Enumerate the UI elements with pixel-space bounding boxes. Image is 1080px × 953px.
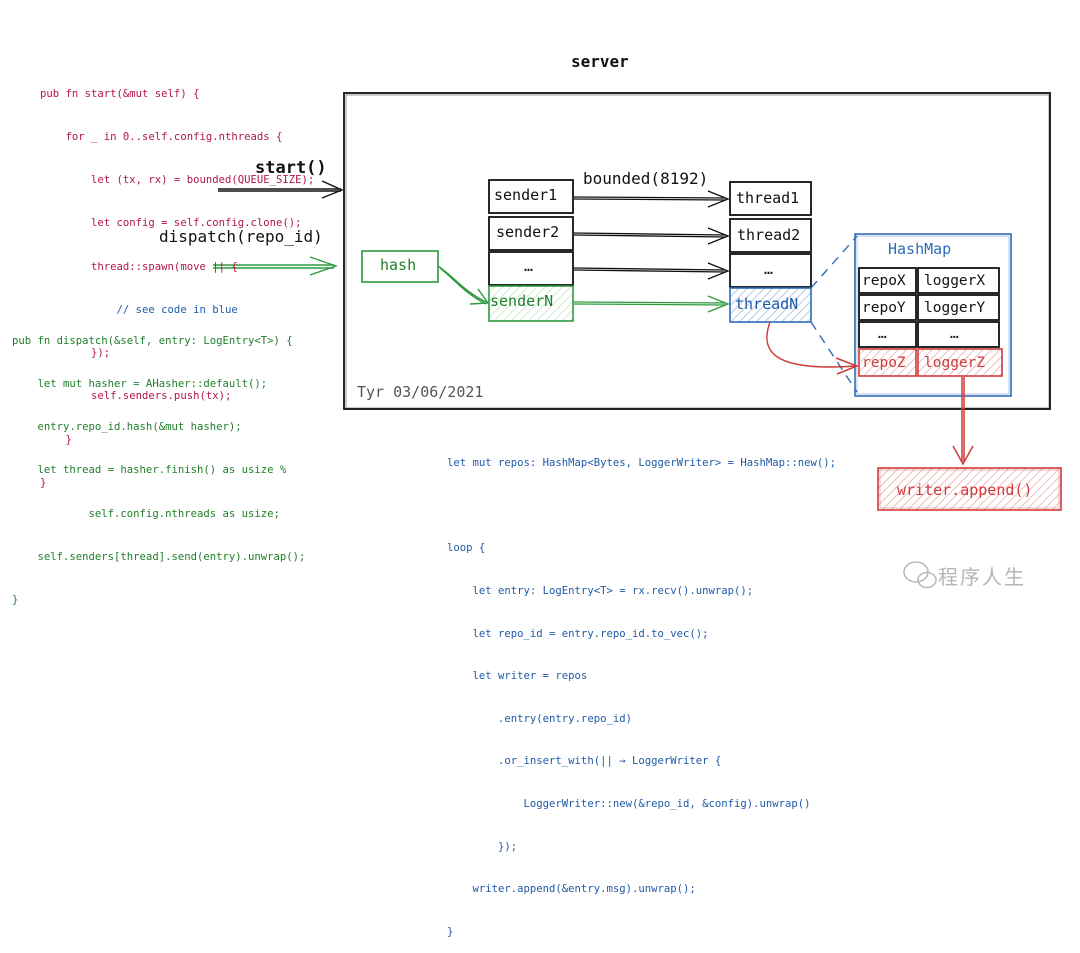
code-line: self.config.nthreads as usize;: [12, 507, 280, 520]
sender-label-n: senderN: [490, 292, 554, 310]
sender-label-1: sender1: [494, 186, 558, 204]
start-arrow: [218, 180, 344, 199]
code-line: }: [447, 925, 454, 938]
code-line: .or_insert_with(|| → LoggerWriter {: [447, 755, 722, 768]
hashmap-key-3: repoZ: [862, 355, 906, 371]
code-line: writer.append(&entry.msg).unwrap();: [447, 883, 696, 896]
hashmap-title: HashMap: [888, 240, 952, 258]
sender-label-2: sender2: [496, 223, 560, 241]
hash-label: hash: [380, 256, 417, 274]
hashmap-value-0: loggerX: [924, 273, 986, 289]
hashmap-connectors: [810, 235, 858, 393]
hashmap-cells: [858, 267, 1003, 377]
code-line: });: [447, 840, 518, 853]
code-line: pub fn dispatch(&self, entry: LogEntry<T…: [12, 334, 293, 347]
senderN-to-threadN-arrow: [573, 295, 730, 313]
thread-label-ellipsis: …: [764, 260, 774, 278]
hash-to-sender-arrow: [437, 265, 490, 305]
code-line: }: [12, 594, 19, 607]
code-line: let thread = hasher.finish() as usize %: [12, 464, 287, 477]
thread-boxes: [729, 181, 812, 323]
code-line: pub fn start(&mut self) {: [40, 87, 200, 100]
hashmap-value-3: loggerZ: [924, 355, 986, 371]
code-line: self.senders.push(tx);: [40, 390, 232, 403]
code-line: for _ in 0..self.config.nthreads {: [40, 131, 283, 144]
server-box: [343, 92, 1051, 410]
code-line: entry.repo_id.hash(&mut hasher);: [12, 421, 242, 434]
code-line: // see code in blue: [40, 303, 238, 316]
writer-append-box: [877, 467, 1062, 511]
code-line: LoggerWriter::new(&repo_id, &config).unw…: [447, 798, 811, 811]
logger-to-writer-arrow: [952, 377, 974, 466]
code-line: let entry: LogEntry<T> = rx.recv().unwra…: [447, 585, 754, 598]
dispatch-call-label: dispatch(repo_id): [159, 227, 323, 246]
code-line: let writer = repos: [447, 670, 588, 683]
channel-arrows: [573, 190, 730, 280]
code-line: }: [40, 476, 47, 489]
sender-label-ellipsis: …: [524, 257, 534, 275]
sender-boxes: [488, 179, 574, 322]
code-line: self.senders[thread].send(entry).unwrap(…: [12, 550, 306, 563]
code-line: let config = self.config.clone();: [40, 217, 302, 230]
thread-label-2: thread2: [737, 226, 801, 244]
hashmap-value-2: …: [950, 326, 959, 342]
thread-code-block: let mut repos: HashMap<Bytes, LoggerWrit…: [447, 428, 836, 953]
start-code-block: pub fn start(&mut self) { for _ in 0..se…: [40, 58, 314, 505]
code-line: });: [40, 347, 111, 360]
hashmap-value-1: loggerY: [924, 300, 986, 316]
wechat-icon: [903, 561, 937, 589]
code-line: loop {: [447, 542, 486, 555]
hashmap-key-1: repoY: [862, 300, 906, 316]
hashmap-key-2: …: [878, 326, 887, 342]
start-call-label: start(): [255, 158, 327, 178]
code-line: [447, 499, 836, 513]
watermark-text: 程序人生: [938, 565, 1026, 589]
code-line: let repo_id = entry.repo_id.to_vec();: [447, 627, 709, 640]
code-line: .entry(entry.repo_id): [447, 712, 632, 725]
diagram-canvas: [213, 92, 1062, 589]
code-line: thread::spawn(move || {: [40, 260, 238, 273]
thread-label-1: thread1: [736, 189, 800, 207]
thread-to-repoz-arrow: [766, 321, 860, 375]
code-line: let (tx, rx) = bounded(QUEUE_SIZE);: [40, 174, 315, 187]
code-line: let mut repos: HashMap<Bytes, LoggerWrit…: [447, 457, 837, 470]
dispatch-code-block: pub fn dispatch(&self, entry: LogEntry<T…: [12, 305, 305, 622]
bounded-label: bounded(8192): [583, 169, 709, 188]
code-line: let mut hasher = AHasher::default();: [12, 378, 268, 391]
writer-append-label: writer.append(): [897, 481, 1033, 499]
hashmap-key-0: repoX: [862, 273, 906, 289]
server-title: server: [571, 52, 629, 71]
thread-label-n: threadN: [735, 295, 799, 313]
code-line: }: [40, 433, 72, 446]
dispatch-arrow: [213, 256, 339, 276]
hash-box: [361, 250, 439, 283]
server-caption: Tyr 03/06/2021: [357, 383, 484, 401]
